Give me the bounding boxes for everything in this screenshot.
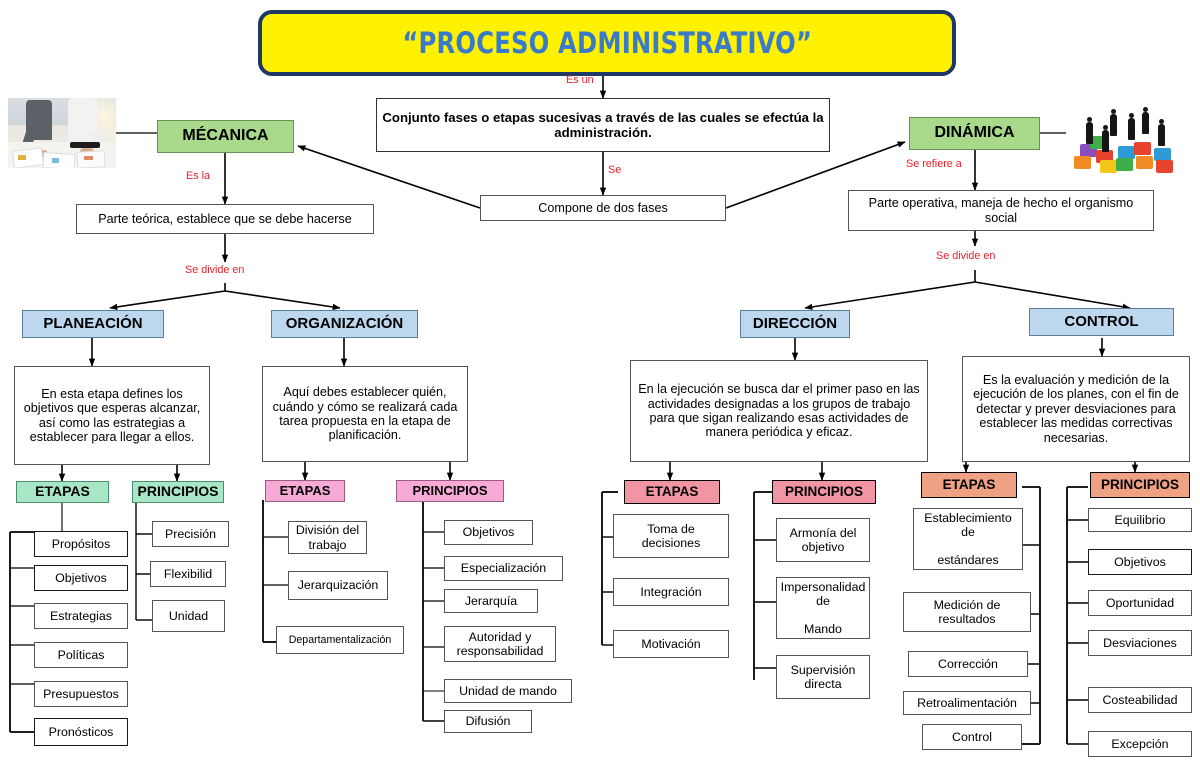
direccion-etapas-header: ETAPAS (624, 480, 720, 504)
list-item: Precisión (152, 521, 229, 547)
control-etapas-header: ETAPAS (921, 472, 1017, 498)
mecanica-definition: Parte teórica, establece que se debe hac… (76, 204, 374, 234)
list-item: Políticas (34, 642, 128, 668)
dinamica-title[interactable]: DINÁMICA (909, 117, 1040, 150)
page-title-text: “PROCESO ADMINISTRATIVO” (402, 26, 812, 60)
organizacion-description: Aquí debes establecer quién, cuándo y có… (262, 366, 468, 462)
list-item: Departamentalización (276, 626, 404, 654)
list-item: Corrección (908, 651, 1028, 677)
planeacion-description: En esta etapa defines los objetivos que … (14, 366, 210, 465)
organizacion-etapas-header: ETAPAS (265, 480, 345, 502)
planeacion-etapas-header: ETAPAS (16, 481, 109, 503)
two-phases-box: Compone de dos fases (480, 195, 726, 221)
list-item: Retroalimentación (903, 691, 1031, 715)
list-item: Oportunidad (1088, 590, 1192, 616)
list-item: Desviaciones (1088, 630, 1192, 656)
page-title: “PROCESO ADMINISTRATIVO” (258, 10, 956, 76)
list-item: Especialización (444, 556, 563, 581)
list-item: Motivación (613, 630, 729, 658)
list-item: Toma de decisiones (613, 514, 729, 558)
people-puzzle-photo (1066, 96, 1194, 174)
list-item: Unidad de mando (444, 679, 572, 703)
list-item: Supervisión directa (776, 655, 870, 699)
planeacion-principios-header: PRINCIPIOS (132, 481, 224, 503)
list-item: Propósitos (34, 531, 128, 557)
list-item: Objetivos (34, 565, 128, 591)
list-item: Autoridad y responsabilidad (444, 626, 556, 662)
list-item: Costeabilidad (1088, 687, 1192, 713)
list-item: Jerarquía (444, 589, 538, 613)
direccion-description: En la ejecución se busca dar el primer p… (630, 360, 928, 462)
column-title-control[interactable]: CONTROL (1029, 308, 1174, 336)
list-item: Armonía del objetivo (776, 518, 870, 562)
label-es-un: Es un (566, 74, 594, 86)
label-se: Se (608, 164, 622, 176)
control-principios-header: PRINCIPIOS (1090, 472, 1190, 498)
list-item: Estrategias (34, 603, 128, 629)
label-mecanica-es-la: Es la (186, 170, 211, 182)
list-item: Unidad (152, 600, 225, 632)
list-item: Objetivos (444, 520, 533, 545)
list-item: Integración (613, 578, 729, 606)
list-item: Control (922, 724, 1022, 750)
list-item: Excepción (1088, 731, 1192, 757)
label-mecanica-split: Se divide en (185, 264, 245, 276)
list-item: Medición de resultados (903, 592, 1031, 632)
organizacion-principios-header: PRINCIPIOS (396, 480, 504, 502)
direccion-principios-header: PRINCIPIOS (772, 480, 876, 504)
label-dinamica-split: Se divide en (936, 250, 996, 262)
list-item: Flexibilid (150, 561, 226, 587)
list-item: Presupuestos (34, 681, 128, 707)
control-description: Es la evaluación y medición de la ejecuc… (962, 356, 1190, 462)
list-item: División del trabajo (288, 521, 367, 554)
list-item: Jerarquización (288, 571, 388, 600)
business-team-photo (8, 98, 116, 168)
column-title-direccion[interactable]: DIRECCIÓN (740, 310, 850, 338)
root-definition-box: Conjunto fases o etapas sucesivas a trav… (376, 98, 830, 152)
label-dinamica-se-refiere-a: Se refiere a (906, 158, 962, 170)
list-item: Pronósticos (34, 718, 128, 746)
dinamica-definition: Parte operativa, maneja de hecho el orga… (848, 190, 1154, 231)
list-item: Establecimiento de estándares (913, 508, 1023, 570)
column-title-organizacion[interactable]: ORGANIZACIÓN (271, 310, 418, 338)
list-item: Objetivos (1088, 549, 1192, 575)
column-title-planeacion[interactable]: PLANEACIÓN (22, 310, 164, 338)
mecanica-title[interactable]: MÉCANICA (157, 120, 294, 153)
list-item: Equilibrio (1088, 508, 1192, 532)
list-item: Impersonalidad de Mando (776, 577, 870, 639)
list-item: Difusión (444, 710, 532, 733)
